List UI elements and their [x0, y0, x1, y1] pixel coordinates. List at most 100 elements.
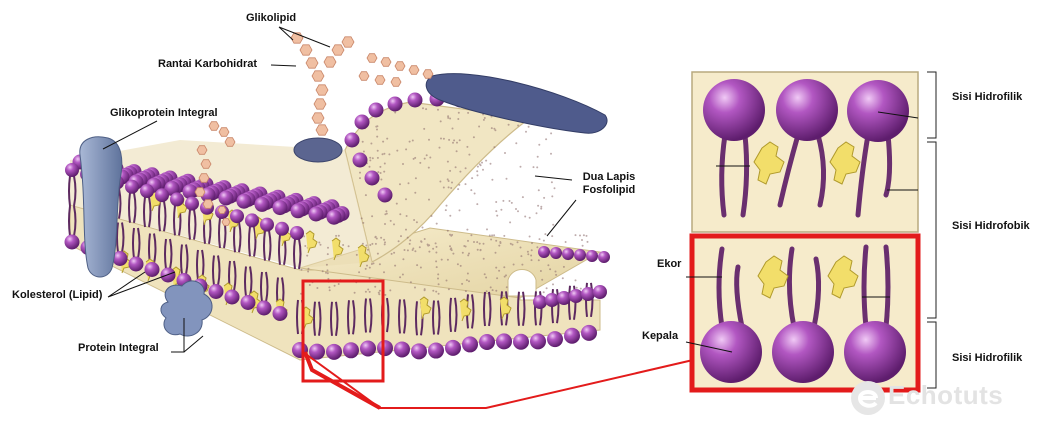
surface-dot: [393, 251, 396, 254]
surface-dot: [445, 204, 448, 207]
lipid-tail: [196, 249, 199, 281]
surface-dot: [435, 290, 438, 293]
surface-dot: [446, 229, 449, 232]
phospholipid-head: [411, 343, 427, 360]
phospholipid-head: [185, 196, 199, 211]
surface-dot: [383, 238, 386, 241]
surface-dot: [536, 166, 539, 169]
surface-dot: [551, 195, 554, 198]
surface-dot: [448, 138, 451, 141]
surface-dot: [552, 223, 555, 226]
surface-dot: [528, 216, 531, 219]
phospholipid-head: [309, 343, 325, 360]
surface-dot: [383, 243, 386, 246]
surface-dot: [382, 140, 385, 143]
surface-dot: [486, 228, 488, 231]
lipid-tail: [248, 226, 251, 257]
surface-dot: [415, 221, 418, 224]
inset-lipid-tail: [716, 246, 725, 330]
surface-dot: [449, 245, 451, 248]
surface-dot: [407, 182, 410, 185]
surface-dot: [532, 166, 535, 169]
surface-dot: [473, 241, 475, 243]
leader-hydrophilic-top: [877, 111, 919, 119]
surface-dot: [437, 273, 440, 276]
surface-dot: [575, 286, 578, 289]
surface-dot: [485, 290, 488, 293]
surface-dot: [536, 155, 539, 158]
surface-dot: [449, 233, 451, 236]
surface-dot: [482, 242, 485, 245]
inset-phospholipid-head: [703, 79, 765, 141]
surface-dot: [440, 137, 442, 140]
surface-dot: [550, 132, 553, 135]
surface-dot: [459, 264, 462, 267]
surface-dot: [370, 142, 373, 145]
surface-dot: [562, 265, 565, 268]
surface-dot: [383, 170, 386, 173]
phospholipid-head: [593, 285, 607, 299]
surface-dot: [420, 240, 423, 243]
lipid-tail: [128, 192, 131, 223]
phospholipid-head: [170, 192, 184, 207]
peripheral-protein: [293, 137, 343, 163]
surface-dot: [447, 186, 450, 189]
label-sisi-hidrofilik-top: Sisi Hidrofilik: [952, 91, 1023, 103]
surface-dot: [347, 245, 350, 248]
phospholipid-head: [428, 342, 444, 359]
surface-dot: [561, 277, 564, 280]
leader-protein: [171, 318, 204, 353]
phospholipid-head: [530, 333, 546, 350]
lipid-tail: [263, 230, 266, 261]
surface-dot: [495, 289, 498, 292]
carbohydrate-unit: [341, 36, 355, 48]
surface-dot: [418, 246, 421, 249]
phospholipid-head: [344, 132, 360, 148]
phospholipid-head: [272, 306, 288, 321]
surface-dot: [521, 263, 524, 266]
surface-dot: [394, 264, 397, 267]
surface-dot: [540, 207, 543, 210]
surface-dot: [337, 234, 340, 237]
carbohydrate-unit: [390, 77, 402, 87]
surface-dot: [531, 242, 533, 245]
surface-dot: [478, 163, 481, 166]
surface-dot: [467, 111, 470, 114]
surface-dot: [360, 217, 363, 220]
surface-dot: [526, 250, 529, 253]
surface-dot: [456, 263, 459, 266]
surface-dot: [423, 127, 426, 130]
surface-dot: [552, 283, 554, 286]
surface-dot: [383, 162, 386, 165]
surface-dot: [442, 186, 445, 189]
surface-dot: [446, 258, 449, 261]
surface-dot: [554, 270, 557, 273]
surface-dots: [300, 107, 589, 296]
surface-dot: [483, 273, 486, 276]
surface-dot: [490, 127, 493, 130]
surface-dot: [405, 215, 408, 217]
phospholipid-head: [462, 336, 478, 353]
lipid-tail: [437, 300, 441, 335]
surface-dot: [536, 246, 539, 249]
surface-dot: [495, 210, 498, 213]
surface-dot: [542, 291, 545, 294]
lipid-tail: [238, 222, 242, 253]
surface-dot: [423, 289, 426, 292]
surface-dot: [435, 260, 438, 263]
surface-dot: [504, 152, 506, 154]
phospholipid-head: [230, 209, 244, 224]
surface-dot: [519, 246, 522, 249]
lipid-tail: [73, 205, 77, 237]
surface-dot: [553, 187, 556, 190]
surface-dot: [458, 139, 461, 142]
inset-cholesterol-molecule: [757, 255, 789, 299]
surface-dot: [449, 214, 452, 217]
surface-dot: [321, 270, 324, 273]
phospholipid-head: [479, 333, 495, 350]
carbohydrate-unit: [217, 206, 227, 214]
surface-dot: [402, 163, 404, 165]
surface-dot: [483, 117, 486, 119]
surface-dot: [405, 198, 407, 201]
surface-dot: [439, 120, 442, 123]
